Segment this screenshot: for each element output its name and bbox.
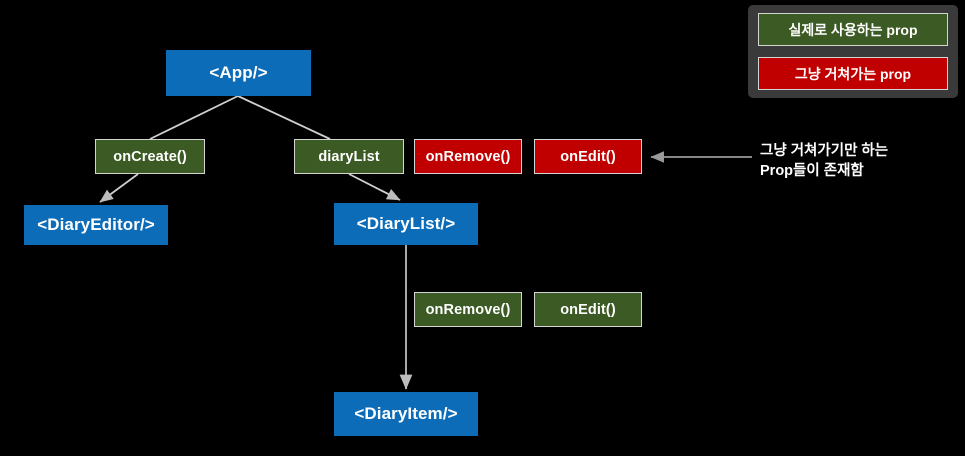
node-prop-oncreate[interactable]: onCreate() — [95, 139, 205, 174]
node-app[interactable]: <App/> — [166, 50, 311, 96]
legend-item-prop-passthrough-label: 그냥 거쳐가는 prop — [794, 65, 912, 82]
node-prop-diarylist-label: diaryList — [318, 148, 380, 165]
node-diary-list[interactable]: <DiaryList/> — [334, 203, 478, 245]
node-prop-onedit-passthrough-label: onEdit() — [560, 148, 616, 165]
node-prop-onedit-used[interactable]: onEdit() — [534, 292, 642, 327]
node-diary-item-label: <DiaryItem/> — [354, 404, 458, 423]
node-diary-item[interactable]: <DiaryItem/> — [334, 392, 478, 436]
edge-oncreate-to-diaryeditor — [99, 173, 139, 203]
annotation-text: 그냥 거쳐가기만 하는 Prop들이 존재함 — [760, 142, 960, 181]
legend-item-prop-used-label: 실제로 사용하는 prop — [788, 21, 918, 38]
node-diary-list-label: <DiaryList/> — [356, 214, 456, 233]
edge-app-to-oncreate — [149, 95, 239, 140]
edge-app-to-diarylist — [237, 95, 331, 140]
node-app-label: <App/> — [209, 63, 268, 82]
edge-diarylist-to-diarylist-component — [348, 173, 401, 201]
legend-panel: 실제로 사용하는 prop 그냥 거쳐가는 prop — [748, 5, 958, 98]
node-prop-oncreate-label: onCreate() — [113, 148, 187, 165]
annotation-line-1: 그냥 거쳐가기만 하는 — [760, 143, 889, 159]
node-prop-onedit-used-label: onEdit() — [560, 301, 616, 318]
node-prop-diarylist[interactable]: diaryList — [294, 139, 404, 174]
legend-item-prop-used: 실제로 사용하는 prop — [758, 13, 948, 46]
node-diary-editor-label: <DiaryEditor/> — [37, 215, 155, 234]
node-prop-onremove-passthrough[interactable]: onRemove() — [414, 139, 522, 174]
node-prop-onedit-passthrough[interactable]: onEdit() — [534, 139, 642, 174]
node-diary-editor[interactable]: <DiaryEditor/> — [24, 205, 168, 245]
annotation-line-2: Prop들이 존재함 — [760, 162, 864, 179]
legend-item-prop-passthrough: 그냥 거쳐가는 prop — [758, 57, 948, 90]
node-prop-onremove-passthrough-label: onRemove() — [425, 148, 511, 165]
node-prop-onremove-used-label: onRemove() — [425, 301, 511, 318]
node-prop-onremove-used[interactable]: onRemove() — [414, 292, 522, 327]
